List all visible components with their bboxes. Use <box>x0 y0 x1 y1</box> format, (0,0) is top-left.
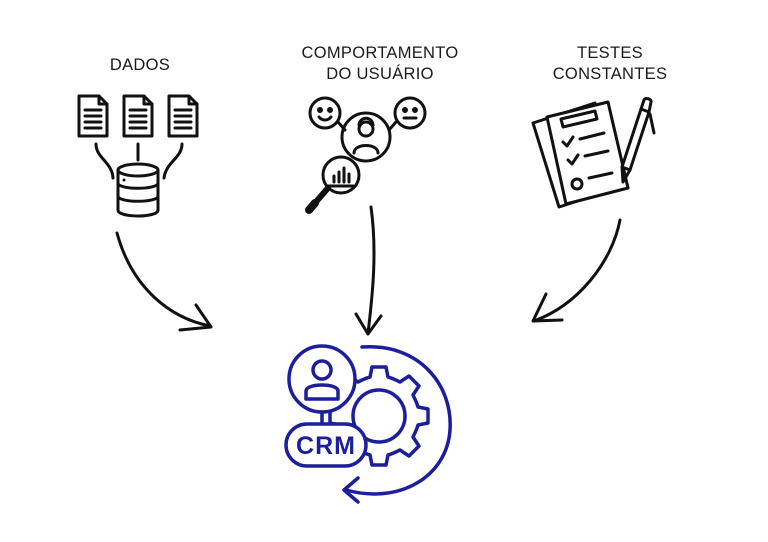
arrow-testes-to-crm <box>531 218 622 323</box>
cycle-arrow-icon <box>342 345 452 504</box>
neutral-face-icon <box>387 96 427 132</box>
smiley-face-icon <box>308 96 347 132</box>
database-icon <box>116 162 160 218</box>
checklist-clipboard-icon <box>531 100 630 209</box>
crm-icon-group: CRM <box>284 344 452 504</box>
crm-text: CRM <box>296 432 356 460</box>
label-comportamento-do-usuario: COMPORTAMENTO DO USUÁRIO <box>301 44 459 83</box>
magnifier-chart-icon <box>305 155 361 214</box>
connector-line <box>162 142 184 180</box>
label-dados: DADOS <box>109 56 171 74</box>
label-testes-constantes: TESTES CONSTANTES <box>552 44 668 83</box>
user-icon <box>287 344 357 414</box>
connector-line <box>94 142 115 180</box>
document-icon <box>167 94 199 138</box>
document-icon <box>122 94 154 138</box>
dados-icon-group <box>77 94 199 218</box>
crm-badge: CRM <box>284 422 368 468</box>
arrow-comportamento-to-crm <box>354 205 383 336</box>
arrow-dados-to-crm <box>115 231 213 332</box>
comportamento-icon-group <box>305 96 427 214</box>
flow-arrows <box>115 205 622 336</box>
testes-icon-group <box>531 97 656 209</box>
user-icon <box>340 111 392 163</box>
document-icon <box>77 94 109 138</box>
pen-icon <box>620 97 656 184</box>
